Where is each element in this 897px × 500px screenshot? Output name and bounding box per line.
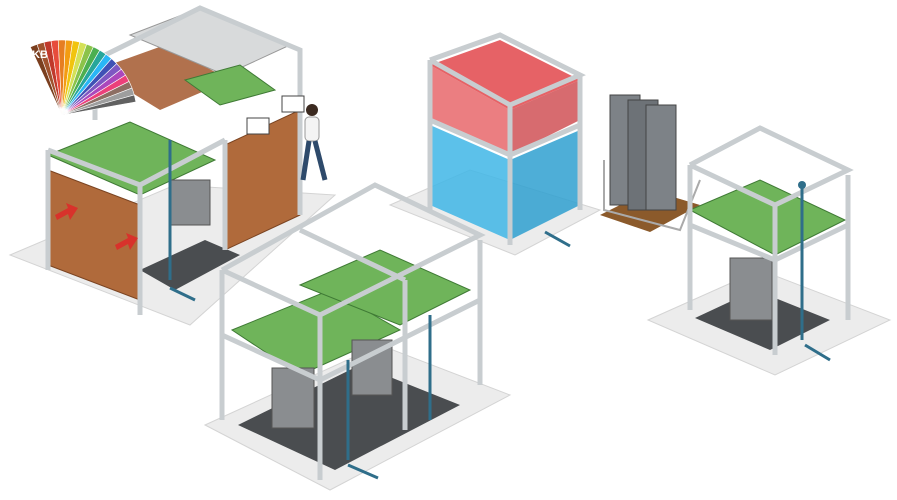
arrow-icon bbox=[115, 233, 138, 250]
blue-pole-base bbox=[169, 286, 196, 302]
aluminium-frame bbox=[219, 182, 486, 480]
green-ceiling-panel-2 bbox=[298, 249, 472, 326]
filter-unit bbox=[169, 179, 211, 226]
green-ceiling-panel-2 bbox=[183, 64, 277, 106]
module-single-cleanroom bbox=[646, 125, 892, 376]
red-panel-side-2 bbox=[510, 80, 580, 155]
swatch-strip bbox=[61, 94, 137, 116]
blue-panel bbox=[430, 125, 510, 240]
swatch-logo: KB bbox=[32, 49, 48, 61]
module-red-blue-cleanroom bbox=[388, 32, 602, 256]
aluminium-frame bbox=[687, 125, 854, 355]
sign-panel bbox=[281, 95, 305, 113]
floor-grate bbox=[140, 240, 240, 290]
green-ceiling-panel bbox=[46, 121, 217, 196]
green-ceiling-panel bbox=[688, 179, 847, 256]
arrow-icon bbox=[55, 203, 78, 220]
pole-cap bbox=[798, 181, 806, 189]
sign-panel bbox=[246, 117, 270, 135]
brown-roof-panel bbox=[95, 45, 230, 110]
person-icon bbox=[300, 104, 328, 181]
module-brown-cleanroom bbox=[8, 5, 337, 326]
swatch-fan-icon: KB bbox=[29, 39, 137, 116]
blue-pole-base bbox=[804, 343, 831, 362]
blue-pole-base bbox=[544, 230, 571, 248]
blue-panel-side bbox=[510, 130, 580, 240]
aluminium-frame bbox=[427, 32, 586, 245]
red-panel-side bbox=[430, 65, 510, 155]
filter-unit bbox=[271, 367, 315, 429]
filter-unit bbox=[729, 257, 773, 321]
module-double-cleanroom bbox=[203, 182, 512, 491]
blue-pole-base bbox=[347, 463, 379, 480]
filter-stack-icon bbox=[600, 94, 701, 232]
